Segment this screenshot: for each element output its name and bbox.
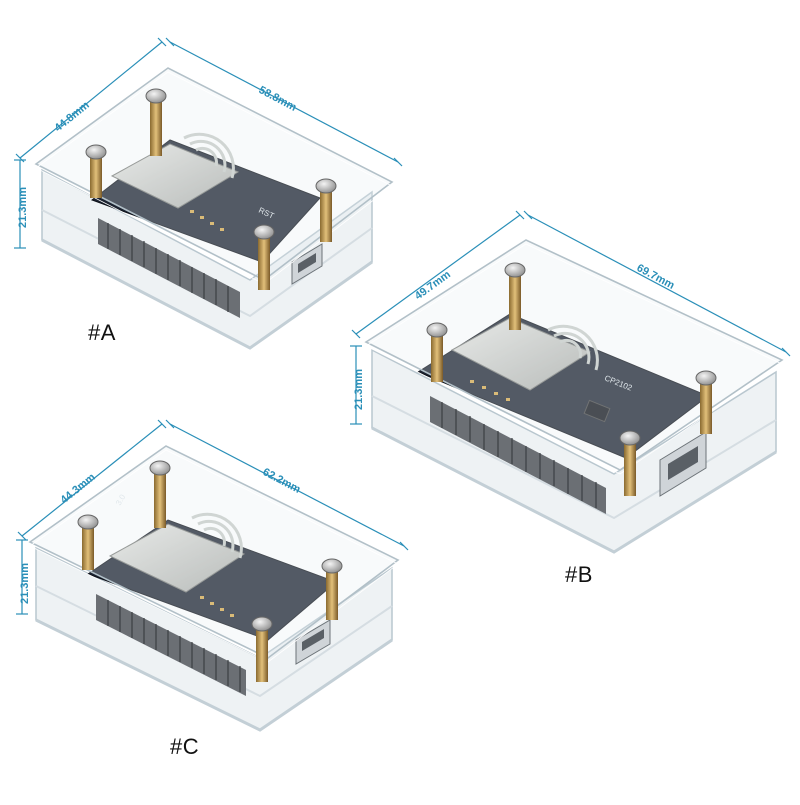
- dimension-lines-b: [350, 210, 791, 425]
- height-label-a: 21.3mm: [17, 187, 29, 228]
- standoff-icon: [431, 270, 712, 496]
- enclosure-c: 44.3mm 62.2mm 21.3mm: [16, 419, 409, 732]
- length-label-b: 69.7mm: [635, 262, 677, 292]
- screw-icon: [85, 88, 337, 240]
- usb-port-icon: [291, 243, 323, 285]
- enclosure-b: 49.7mm 69.7mm 21.3mm: [350, 210, 791, 554]
- usb-port-icon: [295, 619, 331, 665]
- screw-icon: [77, 460, 343, 632]
- standoff-icon: [90, 96, 332, 290]
- wifi-logo-icon: [547, 324, 599, 371]
- usb-port-icon: [659, 431, 707, 497]
- wifi-module-c: [108, 523, 246, 593]
- length-label-a: 58.8mm: [257, 84, 299, 114]
- dimension-lines-a: [14, 37, 403, 249]
- enclosure-a: 44.8mm 58.8mm 21.3mm: [14, 37, 403, 350]
- dimension-lines-c: [16, 419, 409, 615]
- standoff-icon: [82, 468, 338, 682]
- wifi-logo-icon: [191, 512, 243, 559]
- label-c: #C: [170, 734, 200, 759]
- label-b: #B: [565, 562, 593, 587]
- height-label-b: 21.3mm: [353, 369, 365, 410]
- length-label-c: 62.2mm: [261, 466, 303, 496]
- height-label-c: 21.3mm: [19, 563, 31, 604]
- heatsink-c: [96, 594, 246, 696]
- wifi-module-b: [450, 317, 592, 391]
- screw-icon: [426, 262, 717, 446]
- wifi-logo-icon: [183, 132, 235, 179]
- case-top-b: [364, 239, 784, 471]
- case-top-c: [28, 445, 400, 659]
- case-top-a: [34, 67, 394, 281]
- heatsink-b: [430, 396, 606, 514]
- label-a: #A: [88, 320, 116, 345]
